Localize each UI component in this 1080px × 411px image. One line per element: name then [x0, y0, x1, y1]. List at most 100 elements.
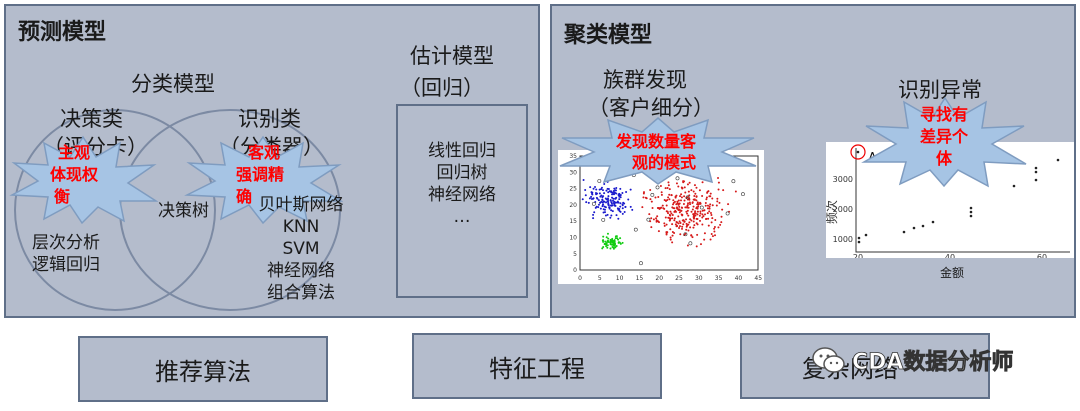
scatter-point [720, 221, 723, 224]
scatter-point [668, 193, 671, 196]
scatter-point [699, 210, 702, 213]
scatter-point [694, 211, 697, 214]
scatter-x-tick: 45 [754, 275, 762, 282]
scatter-point [710, 221, 713, 224]
anomaly-point [969, 214, 973, 218]
scatter-point [654, 196, 657, 199]
scatter-point [680, 209, 683, 212]
scatter-point [686, 224, 689, 227]
scatter-point [605, 245, 608, 248]
scatter-point [683, 199, 686, 202]
scatter-point [611, 241, 614, 244]
scatter-y-tick: 15 [569, 218, 577, 225]
scatter-point [603, 208, 606, 211]
scatter-point [708, 207, 711, 210]
scatter-point [720, 215, 723, 218]
scatter-point [694, 214, 697, 217]
scatter-outlier [646, 217, 651, 222]
scatter-outlier [731, 179, 736, 184]
scatter-point [618, 241, 621, 244]
scatter-point [680, 213, 683, 216]
scatter-point [699, 243, 702, 246]
scatter-point [615, 244, 618, 247]
anomaly-y-tick: 2000 [833, 205, 853, 214]
scatter-point [680, 186, 683, 189]
scatter-point [595, 188, 598, 191]
scatter-point [666, 198, 669, 201]
scatter-point [666, 187, 669, 190]
scatter-point [610, 243, 613, 246]
cluster-callout-star [559, 117, 757, 185]
scatter-point [686, 205, 689, 208]
scatter-point [621, 203, 624, 206]
scatter-point [681, 225, 684, 228]
scatter-x-tick: 10 [616, 275, 624, 282]
scatter-point [711, 197, 714, 200]
scatter-point [673, 217, 676, 220]
scatter-point [670, 212, 673, 215]
scatter-point [623, 210, 626, 213]
scatter-point [693, 224, 696, 227]
scatter-point [696, 233, 699, 236]
scatter-point [689, 203, 692, 206]
scatter-point [617, 217, 620, 220]
scatter-point [679, 195, 682, 198]
scatter-x-tick: 15 [636, 275, 644, 282]
anomaly-point [921, 224, 925, 228]
scatter-point [688, 201, 691, 204]
scatter-point [679, 233, 682, 236]
scatter-point [609, 241, 612, 244]
scatter-point [717, 176, 720, 179]
scatter-point [692, 216, 695, 219]
scatter-y-tick: 35 [569, 153, 577, 160]
scatter-point [648, 213, 651, 216]
scatter-point [716, 200, 719, 203]
scatter-point [655, 219, 658, 222]
scatter-point [678, 225, 681, 228]
scatter-point [711, 235, 714, 238]
scatter-point [698, 189, 701, 192]
watermark-text: CDA数据分析师 [852, 350, 1014, 376]
scatter-point [607, 201, 610, 204]
scatter-point [682, 223, 685, 226]
scatter-point [602, 245, 605, 248]
scatter-point [699, 202, 702, 205]
scatter-point [685, 222, 688, 225]
scatter-point [727, 203, 730, 206]
anomaly-x-tick: 40 [945, 253, 955, 258]
scatter-point [611, 210, 614, 213]
scatter-point [678, 209, 681, 212]
scatter-point [601, 198, 604, 201]
scatter-point [650, 217, 653, 220]
decision-item: 层次分析 [32, 233, 100, 253]
scatter-point [610, 202, 613, 205]
scatter-point [607, 237, 610, 240]
scatter-point [613, 191, 616, 194]
scatter-point [677, 203, 680, 206]
scatter-point [610, 190, 613, 193]
scatter-point [713, 227, 716, 230]
scatter-point [581, 198, 584, 201]
scatter-point [669, 218, 672, 221]
scatter-point [587, 201, 590, 204]
scatter-point [606, 246, 609, 249]
scatter-point [616, 201, 619, 204]
scatter-x-tick: 25 [675, 275, 683, 282]
anomaly-chart-ylabel: 频次 [826, 200, 839, 224]
scatter-point [612, 189, 615, 192]
scatter-point [624, 205, 627, 208]
scatter-point [717, 181, 720, 184]
scatter-point [627, 198, 630, 201]
scatter-point [619, 202, 622, 205]
scatter-point [594, 192, 597, 195]
scatter-point [642, 196, 645, 199]
anomaly-point [931, 220, 935, 224]
scatter-point [683, 195, 686, 198]
scatter-point [602, 239, 605, 242]
scatter-point [602, 195, 605, 198]
anomaly-point [857, 240, 861, 244]
scatter-point [605, 189, 608, 192]
scatter-outlier [685, 195, 690, 200]
scatter-point [590, 198, 593, 201]
recognition-callout-line3: 确 [236, 187, 253, 206]
